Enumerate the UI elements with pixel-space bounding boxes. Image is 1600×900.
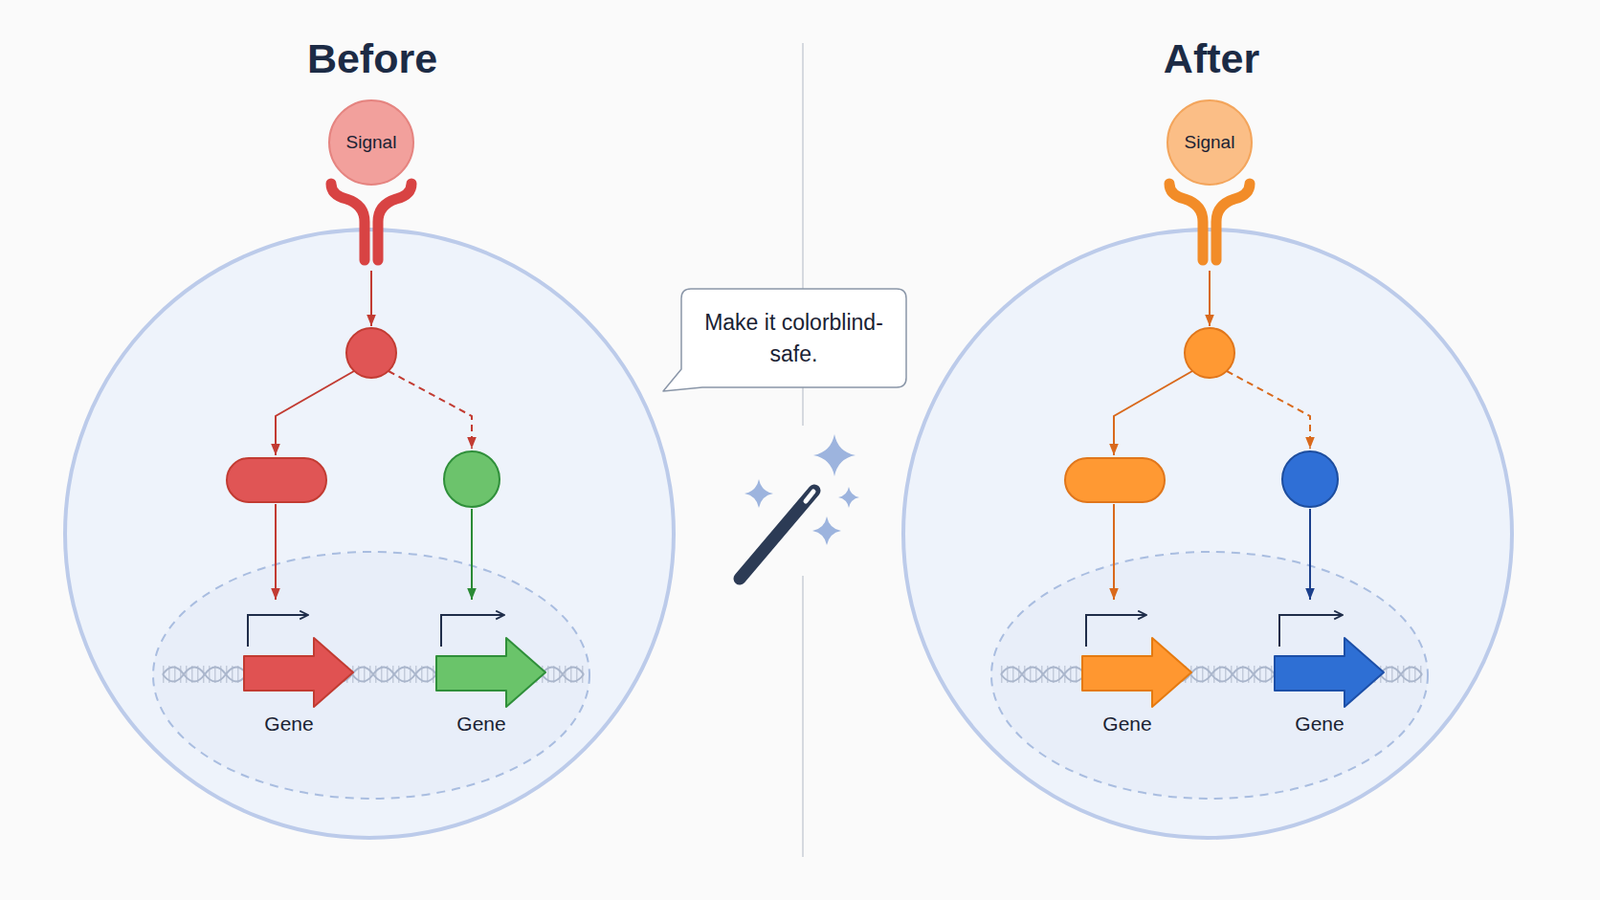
nucleus-envelope xyxy=(991,552,1428,800)
sparkle xyxy=(744,479,774,509)
signal-arrow xyxy=(370,270,373,327)
promoter-arrow xyxy=(247,615,309,647)
activation-arrow xyxy=(470,509,473,600)
effector-pill xyxy=(226,458,327,503)
receptor-symbol xyxy=(377,183,412,261)
gene-block-arrow xyxy=(244,638,354,708)
magic-wand xyxy=(739,434,860,579)
divider-line xyxy=(801,387,804,426)
cell-membrane xyxy=(903,229,1512,839)
gene-block-arrow xyxy=(436,638,546,708)
panel-heading: Before xyxy=(228,33,516,84)
effector-circle xyxy=(1282,451,1338,508)
promoter-arrow xyxy=(441,615,505,647)
effector-pill xyxy=(1065,458,1165,503)
node-label: Gene xyxy=(1273,710,1385,739)
receptor-symbol xyxy=(1169,183,1203,261)
activation-arrow xyxy=(274,504,277,600)
gene-arrow: Gene xyxy=(1081,635,1193,741)
ligand-circle xyxy=(1167,100,1252,185)
sparkle xyxy=(813,434,856,477)
receptor-symbol xyxy=(331,183,365,261)
pathway-arrow xyxy=(1113,371,1193,456)
pathway-arrow xyxy=(275,371,355,456)
node-outline xyxy=(681,288,907,388)
nucleus-envelope xyxy=(153,552,590,800)
pathway-arrow-dashed xyxy=(1226,371,1311,449)
sparkle xyxy=(812,516,842,546)
activation-arrow xyxy=(1112,504,1115,600)
promoter-arrow xyxy=(1279,615,1343,647)
kinase-circle xyxy=(1184,328,1235,378)
receptor-symbol xyxy=(1216,183,1250,261)
signal-arrow xyxy=(1208,270,1211,327)
node-label: Gene xyxy=(435,710,547,739)
promoter-arrow xyxy=(1086,615,1147,647)
divider-line xyxy=(801,43,804,289)
signal-ligand: Signal xyxy=(1166,99,1253,186)
sparkle xyxy=(838,487,860,509)
cell-after xyxy=(903,183,1512,839)
node-label: Gene xyxy=(1081,710,1193,739)
node-label: Gene xyxy=(243,710,355,739)
bubble-outline xyxy=(663,288,907,392)
divider-line xyxy=(801,576,804,858)
node-label: Signal xyxy=(328,99,415,186)
effector-circle xyxy=(444,451,500,508)
kinase-circle xyxy=(346,328,397,378)
activation-arrow xyxy=(1309,509,1312,600)
node-label: Signal xyxy=(1166,99,1253,186)
gene-arrow: Gene xyxy=(243,635,355,741)
node-label: Make it colorblind-safe. xyxy=(681,288,907,388)
wand-stick xyxy=(739,490,815,579)
gene-block-arrow xyxy=(1082,638,1192,708)
gene-arrow: Gene xyxy=(435,635,547,741)
cell-membrane xyxy=(65,229,674,839)
speech-bubble: Make it colorblind-safe. xyxy=(681,288,907,388)
ligand-circle xyxy=(329,100,414,185)
gene-arrow: Gene xyxy=(1273,635,1385,741)
pathway-arrow-dashed xyxy=(388,371,472,449)
panel-heading: After xyxy=(1067,33,1356,84)
signal-ligand: Signal xyxy=(328,99,415,186)
wand-tip xyxy=(805,491,814,502)
cell-before xyxy=(65,183,674,839)
gene-block-arrow xyxy=(1274,638,1384,708)
